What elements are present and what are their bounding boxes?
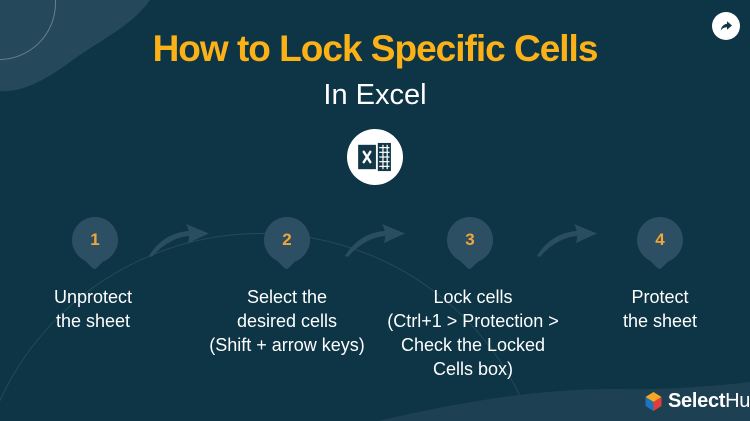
swoosh-arrow-icon bbox=[537, 224, 597, 257]
brand-name-light: Hub bbox=[725, 390, 750, 412]
share-forward-icon bbox=[720, 21, 732, 31]
excel-logo-icon bbox=[358, 142, 391, 172]
step-4-pin: 4 bbox=[637, 217, 683, 263]
brand-name: SelectHub bbox=[668, 390, 750, 413]
step-4-label: Protect the sheet bbox=[622, 287, 698, 331]
brand-name-bold: Select bbox=[668, 390, 726, 412]
page-subtitle: In Excel bbox=[323, 79, 427, 111]
step-2-label: Select the desired cells (Shift + arrow … bbox=[209, 287, 365, 355]
page-title: How to Lock Specific Cells bbox=[152, 28, 599, 69]
swoosh-arrow-icon bbox=[149, 224, 209, 257]
step-1-number: 1 bbox=[90, 230, 100, 249]
selecthub-cube-icon bbox=[645, 392, 662, 411]
share-button[interactable] bbox=[712, 12, 740, 40]
brand-logo: SelectHub bbox=[644, 390, 750, 413]
step-4-number: 4 bbox=[655, 230, 665, 249]
step-2-number: 2 bbox=[282, 230, 292, 249]
swoosh-arrow-icon bbox=[345, 224, 405, 257]
step-3-label: Lock cells (Ctrl+1 > Protection > Check … bbox=[387, 287, 559, 379]
excel-badge bbox=[347, 129, 403, 185]
step-1-label: Unprotect the sheet bbox=[53, 287, 133, 331]
step-3-number: 3 bbox=[465, 230, 475, 249]
